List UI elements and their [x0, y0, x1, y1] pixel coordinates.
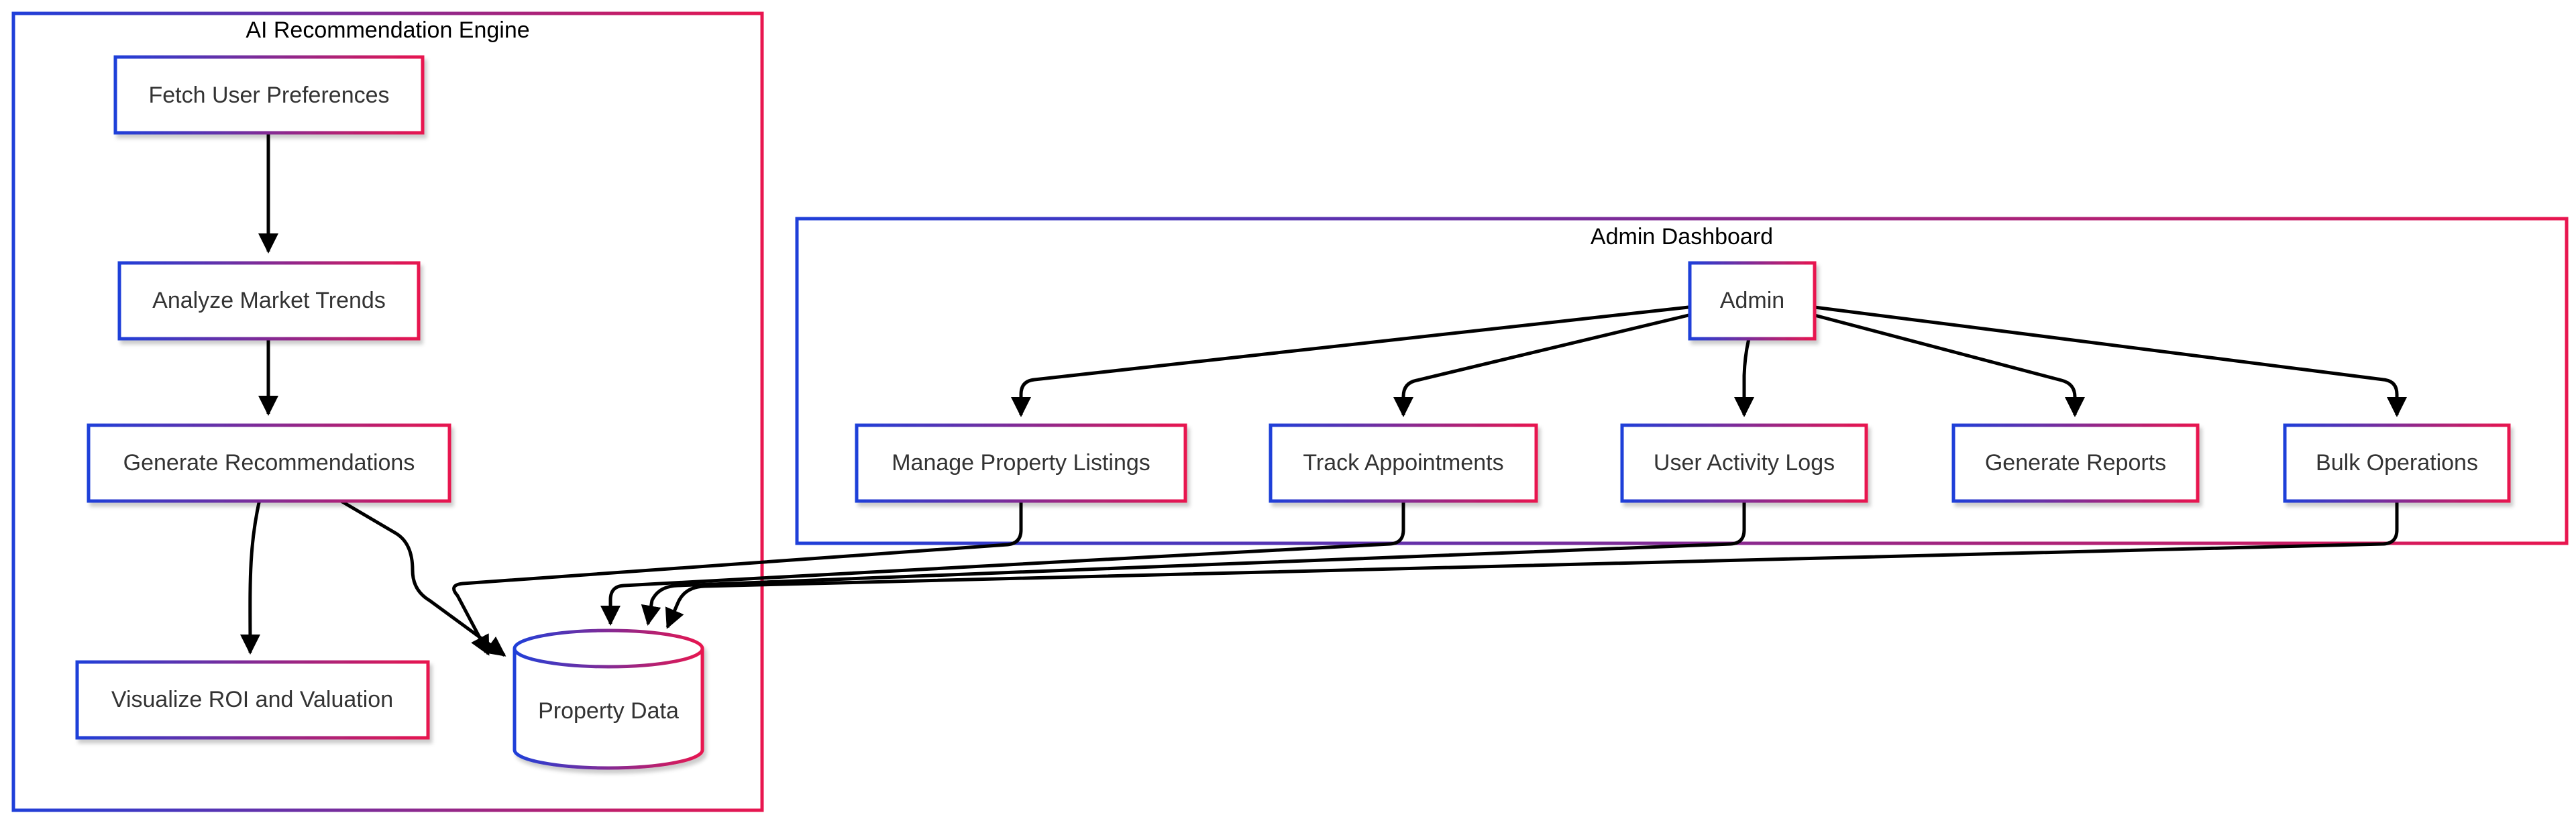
node-admin[interactable]: Admin — [1688, 261, 1817, 341]
edge-track-to-propertydata — [600, 500, 1405, 626]
edge-admin-to-reports — [1814, 313, 2085, 417]
node-label: Bulk Operations — [2316, 450, 2478, 476]
edges — [239, 133, 2407, 657]
node-label: Analyze Market Trends — [152, 288, 386, 313]
node-property-data-database[interactable]: Property Data — [513, 628, 704, 770]
node-label: User Activity Logs — [1654, 450, 1835, 476]
edge-activity-to-propertydata — [641, 500, 1746, 626]
edge-admin-to-activity — [1734, 338, 1754, 417]
edge-generate-to-visualize — [239, 499, 262, 655]
node-label: Admin — [1720, 288, 1784, 313]
node-manage-property-listings[interactable]: Manage Property Listings — [855, 423, 1187, 503]
node-fetch-user-preferences[interactable]: Fetch User Preferences — [113, 55, 425, 135]
node-analyze-market-trends[interactable]: Analyze Market Trends — [117, 261, 421, 341]
edge-generate-to-propertydata — [337, 498, 506, 657]
edge-admin-to-manage — [1011, 305, 1689, 417]
edge-admin-to-bulk — [1814, 305, 2407, 417]
node-label: Property Data — [538, 698, 679, 724]
group-admin-dashboard: Admin Dashboard — [795, 217, 2569, 545]
node-label: Fetch User Preferences — [148, 83, 389, 108]
edge-manage-to-propertydata — [452, 500, 1023, 656]
edge-bulk-to-propertydata — [665, 500, 2399, 629]
node-visualize-roi-and-valuation[interactable]: Visualize ROI and Valuation — [75, 660, 430, 740]
node-generate-reports[interactable]: Generate Reports — [1951, 423, 2200, 503]
node-label: Track Appointments — [1303, 450, 1503, 476]
group-label-ai-engine: AI Recommendation Engine — [246, 17, 529, 43]
node-track-appointments[interactable]: Track Appointments — [1269, 423, 1538, 503]
node-label: Generate Reports — [1985, 450, 2166, 476]
node-user-activity-logs[interactable]: User Activity Logs — [1620, 423, 1868, 503]
edge-admin-to-track — [1393, 313, 1689, 417]
node-generate-recommendations[interactable]: Generate Recommendations — [87, 423, 451, 503]
group-label-admin-dashboard: Admin Dashboard — [1591, 224, 1773, 250]
node-bulk-operations[interactable]: Bulk Operations — [2283, 423, 2511, 503]
node-label: Generate Recommendations — [123, 450, 415, 476]
group-ai-recommendation-engine: AI Recommendation Engine — [11, 11, 764, 812]
node-label: Manage Property Listings — [892, 450, 1150, 476]
node-label: Visualize ROI and Valuation — [111, 687, 393, 712]
